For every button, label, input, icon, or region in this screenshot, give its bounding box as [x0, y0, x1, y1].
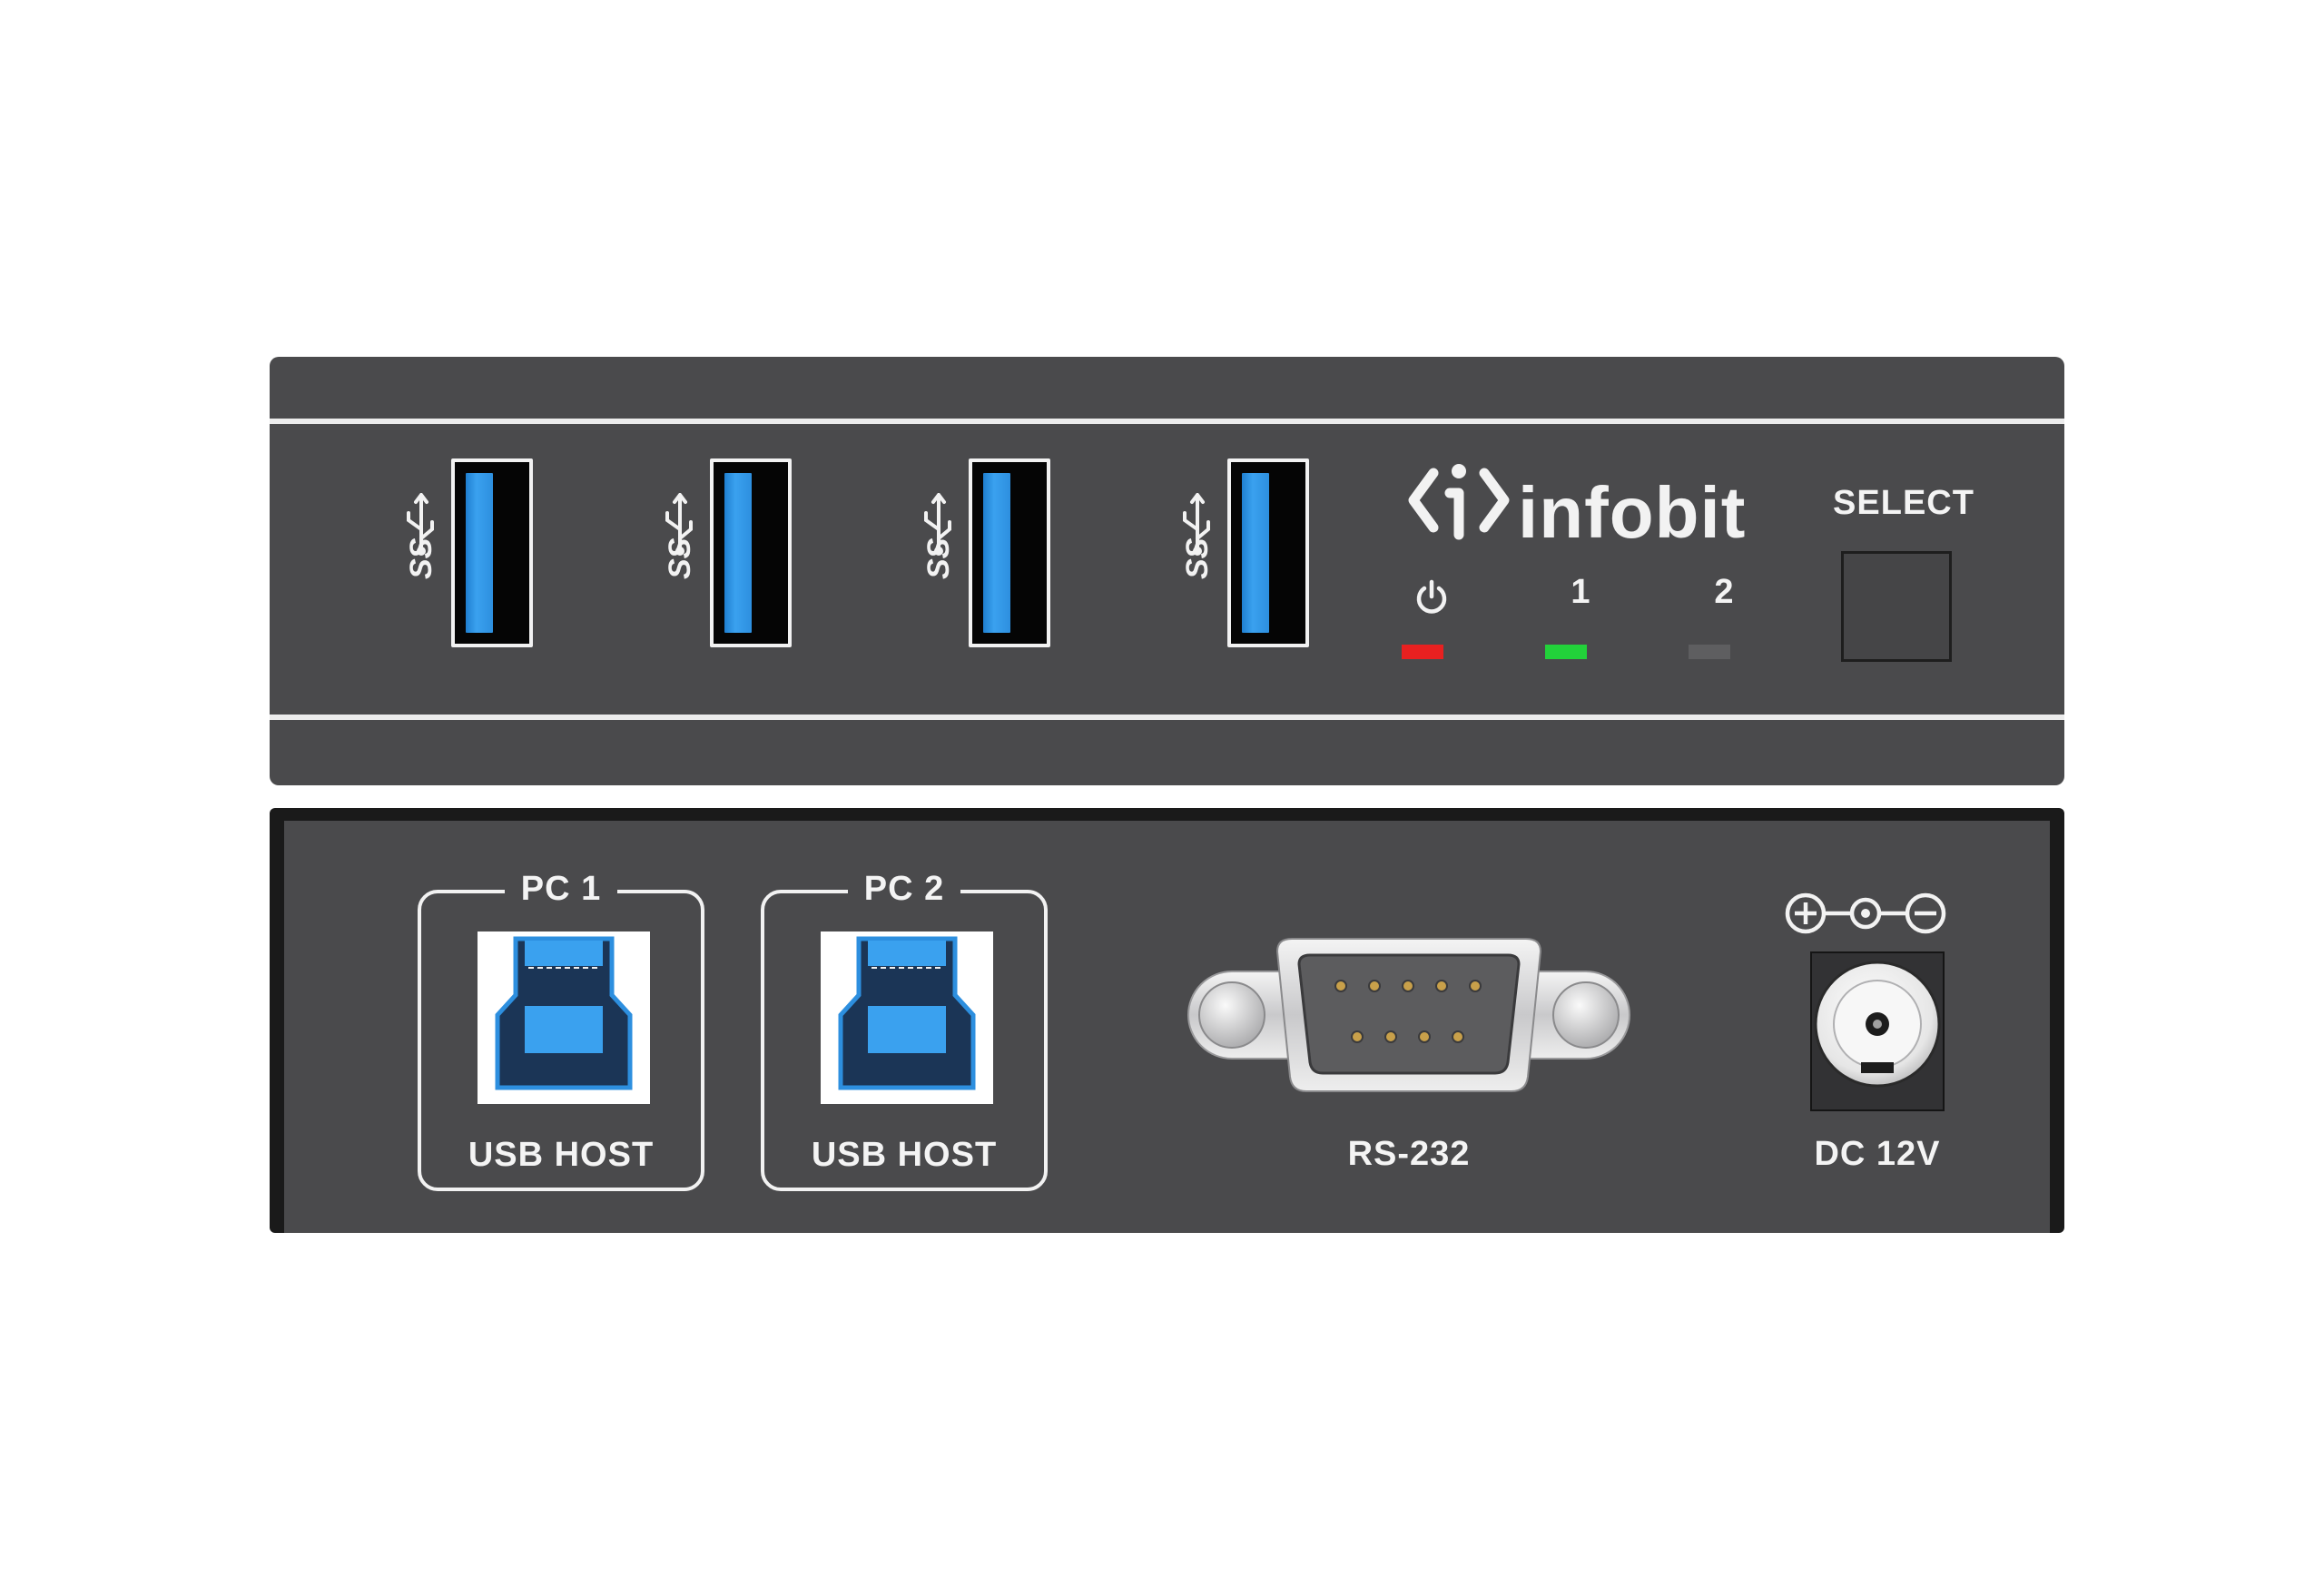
- host-label-pc1: USB HOST: [468, 1136, 655, 1174]
- usb-superspeed-icon: SS: [663, 493, 697, 579]
- dc-power-label: DC 12V: [1814, 1135, 1941, 1173]
- host-title-pc2: PC 2: [847, 870, 961, 908]
- usb-b-connector-icon: [838, 936, 976, 1090]
- top-trim-line: [270, 419, 2064, 424]
- usb-superspeed-icon: SS: [921, 493, 956, 579]
- usb-b-port-pc2[interactable]: [821, 932, 993, 1104]
- rs232-db9-port[interactable]: [1185, 935, 1633, 1097]
- rs232-label: RS-232: [1347, 1135, 1471, 1173]
- svg-text:SS: SS: [404, 537, 438, 579]
- svg-text:SS: SS: [1180, 537, 1215, 579]
- led-label-1: 1: [1571, 573, 1590, 611]
- usb-a-port-4[interactable]: [1227, 458, 1309, 647]
- led-label-2: 2: [1714, 573, 1734, 611]
- select-button[interactable]: [1841, 551, 1952, 662]
- usb-b-port-pc1[interactable]: [478, 932, 650, 1104]
- usb-port-tongue: [724, 473, 752, 633]
- dc-power-jack[interactable]: [1805, 951, 1950, 1097]
- usb-b-connector-icon: [495, 936, 633, 1090]
- usb-a-port-3[interactable]: [969, 458, 1050, 647]
- power-icon: [1416, 579, 1447, 614]
- usb-a-port-2[interactable]: [710, 458, 792, 647]
- usb-host-port-group-pc2: PC 2 USB HOST: [761, 870, 1048, 1191]
- svg-text:SS: SS: [663, 537, 697, 579]
- select-label: SELECT: [1833, 484, 1974, 522]
- svg-text:SS: SS: [921, 537, 956, 579]
- host-title-pc1: PC 1: [504, 870, 618, 908]
- front-panel: SS SS SS SS: [270, 357, 2064, 785]
- infobit-logo-icon: [1408, 464, 1510, 540]
- dc-polarity-icon: [1785, 892, 1946, 934]
- usb-a-port-1[interactable]: [451, 458, 533, 647]
- usb-port-tongue: [466, 473, 493, 633]
- pc1-led: [1545, 645, 1587, 659]
- brand-name: infobit: [1518, 472, 1747, 553]
- usb-port-tongue: [983, 473, 1010, 633]
- usb-host-port-group-pc1: PC 1 USB HOST: [418, 870, 704, 1191]
- usb-superspeed-icon: SS: [404, 493, 438, 579]
- bottom-trim-line: [270, 715, 2064, 720]
- power-led: [1402, 645, 1443, 659]
- usb-superspeed-icon: SS: [1180, 493, 1215, 579]
- host-label-pc2: USB HOST: [811, 1136, 998, 1174]
- pc2-led: [1689, 645, 1730, 659]
- usb-port-tongue: [1242, 473, 1269, 633]
